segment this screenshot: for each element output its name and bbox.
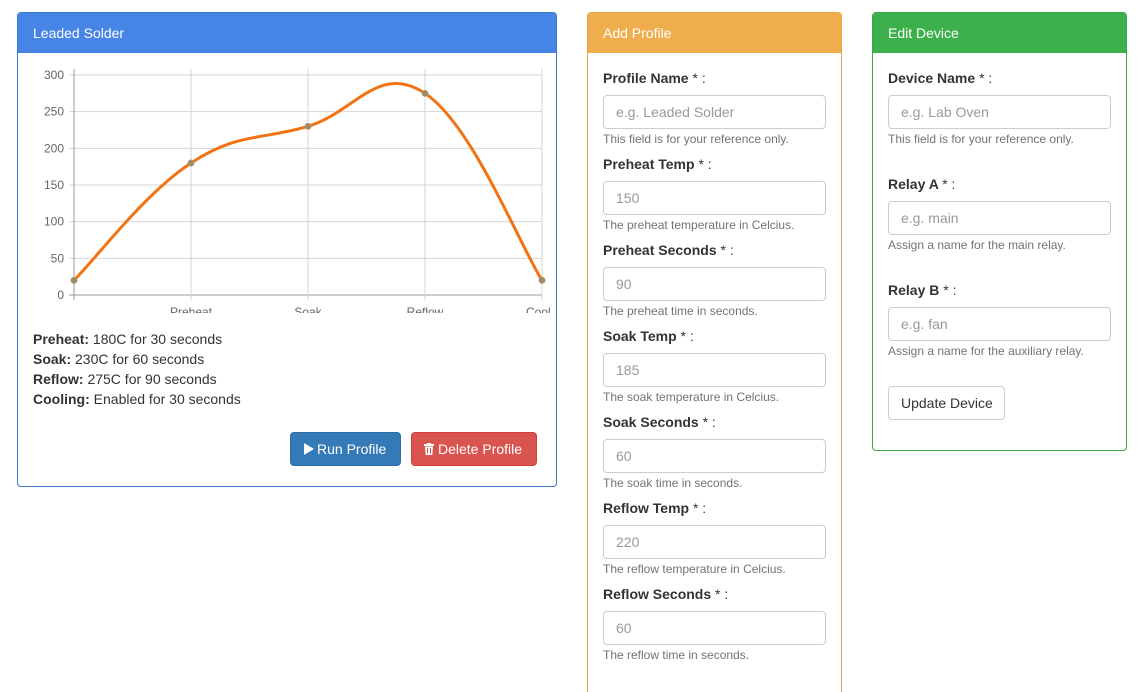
data-point (538, 276, 546, 284)
reflow-temp-help: The reflow temperature in Celcius. (603, 562, 786, 576)
reflow-seconds-input[interactable]: 60 (603, 611, 826, 645)
data-point (304, 122, 312, 130)
delete-profile-button[interactable]: Delete Profile (411, 432, 537, 466)
x-tick-label: Cool (526, 305, 551, 313)
data-point (421, 89, 429, 97)
reflow-seconds-group: Reflow Seconds * : 60 The reflow time in… (603, 585, 826, 671)
summary-preheat: Preheat: 180C for 30 seconds (33, 331, 223, 347)
y-tick-label: 100 (44, 215, 64, 229)
relay-a-group: Relay A * : e.g. main Assign a name for … (888, 175, 1111, 281)
relay-b-label: Relay B * : (888, 282, 957, 298)
relay-a-input[interactable]: e.g. main (888, 201, 1111, 235)
y-tick-label: 150 (44, 178, 64, 192)
profile-name-input[interactable]: e.g. Leaded Solder (603, 95, 826, 129)
add-profile-title: Add Profile (588, 13, 841, 53)
relay-b-help: Assign a name for the auxiliary relay. (888, 344, 1084, 358)
update-device-button[interactable]: Update Device (888, 386, 1005, 420)
device-name-help: This field is for your reference only. (888, 132, 1074, 146)
y-tick-label: 50 (51, 251, 65, 265)
edit-device-panel: Edit Device Device Name * : e.g. Lab Ove… (872, 12, 1127, 451)
preheat-seconds-group: Preheat Seconds * : 90 The preheat time … (603, 241, 826, 327)
relay-b-group: Relay B * : e.g. fan Assign a name for t… (888, 281, 1111, 387)
y-tick-label: 250 (44, 105, 64, 119)
y-tick-label: 200 (44, 141, 64, 155)
play-icon (304, 443, 314, 455)
x-tick-label: Preheat (170, 305, 213, 313)
preheat-temp-label: Preheat Temp * : (603, 156, 712, 172)
soak-seconds-input[interactable]: 60 (603, 439, 826, 473)
profile-name-group: Profile Name * : e.g. Leaded Solder This… (603, 69, 826, 155)
preheat-seconds-help: The preheat time in seconds. (603, 304, 758, 318)
soak-temp-group: Soak Temp * : 185 The soak temperature i… (603, 327, 826, 413)
profile-name-help: This field is for your reference only. (603, 132, 789, 146)
add-profile-panel: Add Profile Profile Name * : e.g. Leaded… (587, 12, 842, 692)
soak-seconds-help: The soak time in seconds. (603, 476, 743, 490)
soak-temp-help: The soak temperature in Celcius. (603, 390, 780, 404)
add-profile-form: Profile Name * : e.g. Leaded Solder This… (603, 69, 826, 671)
data-point (187, 159, 195, 167)
soak-temp-label: Soak Temp * : (603, 328, 694, 344)
summary-cooling: Cooling: Enabled for 30 seconds (33, 391, 241, 407)
soak-temp-input[interactable]: 185 (603, 353, 826, 387)
edit-device-form: Device Name * : e.g. Lab Oven This field… (888, 69, 1111, 387)
summary-reflow: Reflow: 275C for 90 seconds (33, 371, 217, 387)
edit-device-title: Edit Device (873, 13, 1126, 53)
x-tick-label: Soak (294, 305, 322, 313)
preheat-temp-input[interactable]: 150 (603, 181, 826, 215)
preheat-temp-group: Preheat Temp * : 150 The preheat tempera… (603, 155, 826, 241)
y-tick-label: 300 (44, 68, 64, 82)
series-line (72, 81, 544, 282)
profile-name-label: Profile Name * : (603, 70, 706, 86)
preheat-seconds-label: Preheat Seconds * : (603, 242, 734, 258)
device-name-input[interactable]: e.g. Lab Oven (888, 95, 1111, 129)
reflow-temp-label: Reflow Temp * : (603, 500, 707, 516)
reflow-temp-group: Reflow Temp * : 220 The reflow temperatu… (603, 499, 826, 585)
device-name-group: Device Name * : e.g. Lab Oven This field… (888, 69, 1111, 175)
preheat-seconds-input[interactable]: 90 (603, 267, 826, 301)
relay-a-label: Relay A * : (888, 176, 956, 192)
summary-soak: Soak: 230C for 60 seconds (33, 351, 205, 367)
data-point (70, 276, 78, 284)
reflow-temp-input[interactable]: 220 (603, 525, 826, 559)
device-name-label: Device Name * : (888, 70, 993, 86)
run-profile-button[interactable]: Run Profile (290, 432, 401, 466)
trash-icon (424, 443, 434, 455)
profile-panel-title: Leaded Solder (18, 13, 556, 53)
relay-a-help: Assign a name for the main relay. (888, 238, 1066, 252)
reflow-seconds-help: The reflow time in seconds. (603, 648, 750, 662)
profile-summary: Preheat: 180C for 30 seconds Soak: 230C … (33, 329, 241, 409)
relay-b-input[interactable]: e.g. fan (888, 307, 1111, 341)
soak-seconds-label: Soak Seconds * : (603, 414, 716, 430)
x-tick-label: Reflow (407, 305, 444, 313)
soak-seconds-group: Soak Seconds * : 60 The soak time in sec… (603, 413, 826, 499)
y-tick-label: 0 (57, 288, 64, 302)
reflow-seconds-label: Reflow Seconds * : (603, 586, 729, 602)
preheat-temp-help: The preheat temperature in Celcius. (603, 218, 795, 232)
